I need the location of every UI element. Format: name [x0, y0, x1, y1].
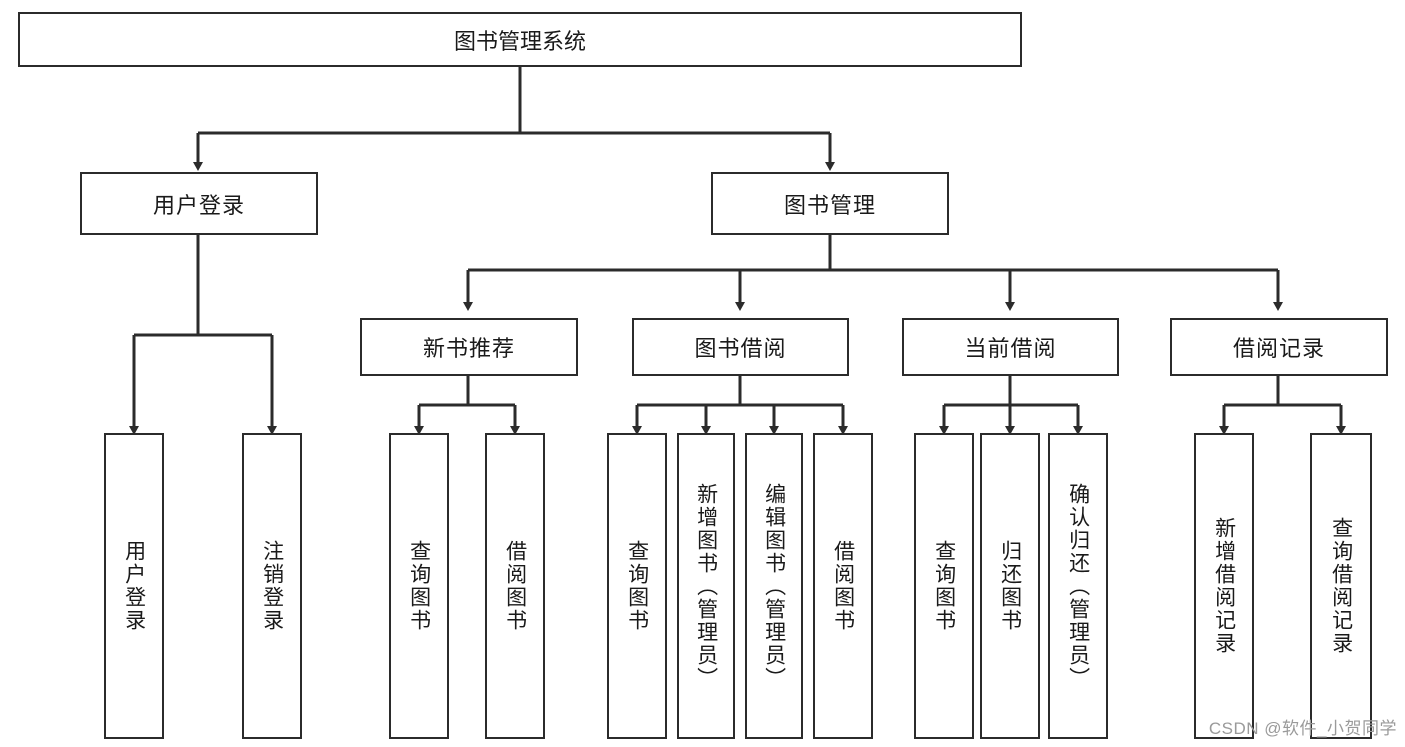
node-root[interactable]: 图书管理系统	[18, 12, 1022, 67]
node-new-book-recommend[interactable]: 新书推荐	[360, 318, 578, 376]
leaf-label: 新增图书（管理员）	[694, 482, 718, 690]
leaf-label: 查询借阅记录	[1329, 517, 1353, 655]
node-user-login-label: 用户登录	[152, 192, 245, 218]
leaf-records-add-record[interactable]: 新增借阅记录	[1194, 433, 1254, 739]
leaf-current-query-book[interactable]: 查询图书	[914, 433, 974, 739]
leaf-user-login-login[interactable]: 用户登录	[104, 433, 164, 739]
leaf-label: 确认归还（管理员）	[1066, 482, 1090, 690]
leaf-borrow-edit-book-admin[interactable]: 编辑图书（管理员）	[745, 433, 803, 739]
leaf-label: 注销登录	[260, 540, 284, 632]
leaf-current-return-book[interactable]: 归还图书	[980, 433, 1040, 739]
leaf-borrow-query-book[interactable]: 查询图书	[607, 433, 667, 739]
leaf-current-confirm-return-admin[interactable]: 确认归还（管理员）	[1048, 433, 1108, 739]
leaf-label: 查询图书	[932, 540, 956, 632]
node-user-login[interactable]: 用户登录	[80, 172, 318, 235]
node-new-book-recommend-label: 新书推荐	[422, 336, 515, 361]
leaf-borrow-add-book-admin[interactable]: 新增图书（管理员）	[677, 433, 735, 739]
node-book-management-label: 图书管理	[783, 192, 876, 218]
leaf-new-book-query[interactable]: 查询图书	[389, 433, 449, 739]
node-current-borrow[interactable]: 当前借阅	[902, 318, 1119, 376]
leaf-label: 借阅图书	[503, 540, 527, 632]
node-borrow-records[interactable]: 借阅记录	[1170, 318, 1388, 376]
node-book-borrow[interactable]: 图书借阅	[632, 318, 849, 376]
node-book-management[interactable]: 图书管理	[711, 172, 949, 235]
watermark: CSDN @软件_小贺同学	[1208, 719, 1397, 738]
leaf-label: 归还图书	[998, 540, 1022, 632]
leaf-label: 查询图书	[407, 540, 431, 632]
leaf-borrow-borrow-book[interactable]: 借阅图书	[813, 433, 873, 739]
node-current-borrow-label: 当前借阅	[964, 336, 1057, 361]
leaf-label: 查询图书	[625, 540, 649, 632]
node-borrow-records-label: 借阅记录	[1232, 336, 1325, 361]
leaf-records-query-record[interactable]: 查询借阅记录	[1310, 433, 1372, 739]
leaf-label: 借阅图书	[831, 540, 855, 632]
leaf-user-login-logout[interactable]: 注销登录	[242, 433, 302, 739]
leaf-label: 用户登录	[122, 540, 146, 632]
leaf-label: 编辑图书（管理员）	[762, 482, 786, 690]
node-book-borrow-label: 图书借阅	[694, 336, 787, 361]
leaf-label: 新增借阅记录	[1212, 517, 1236, 655]
leaf-new-book-borrow[interactable]: 借阅图书	[485, 433, 545, 739]
node-root-label: 图书管理系统	[453, 28, 586, 54]
